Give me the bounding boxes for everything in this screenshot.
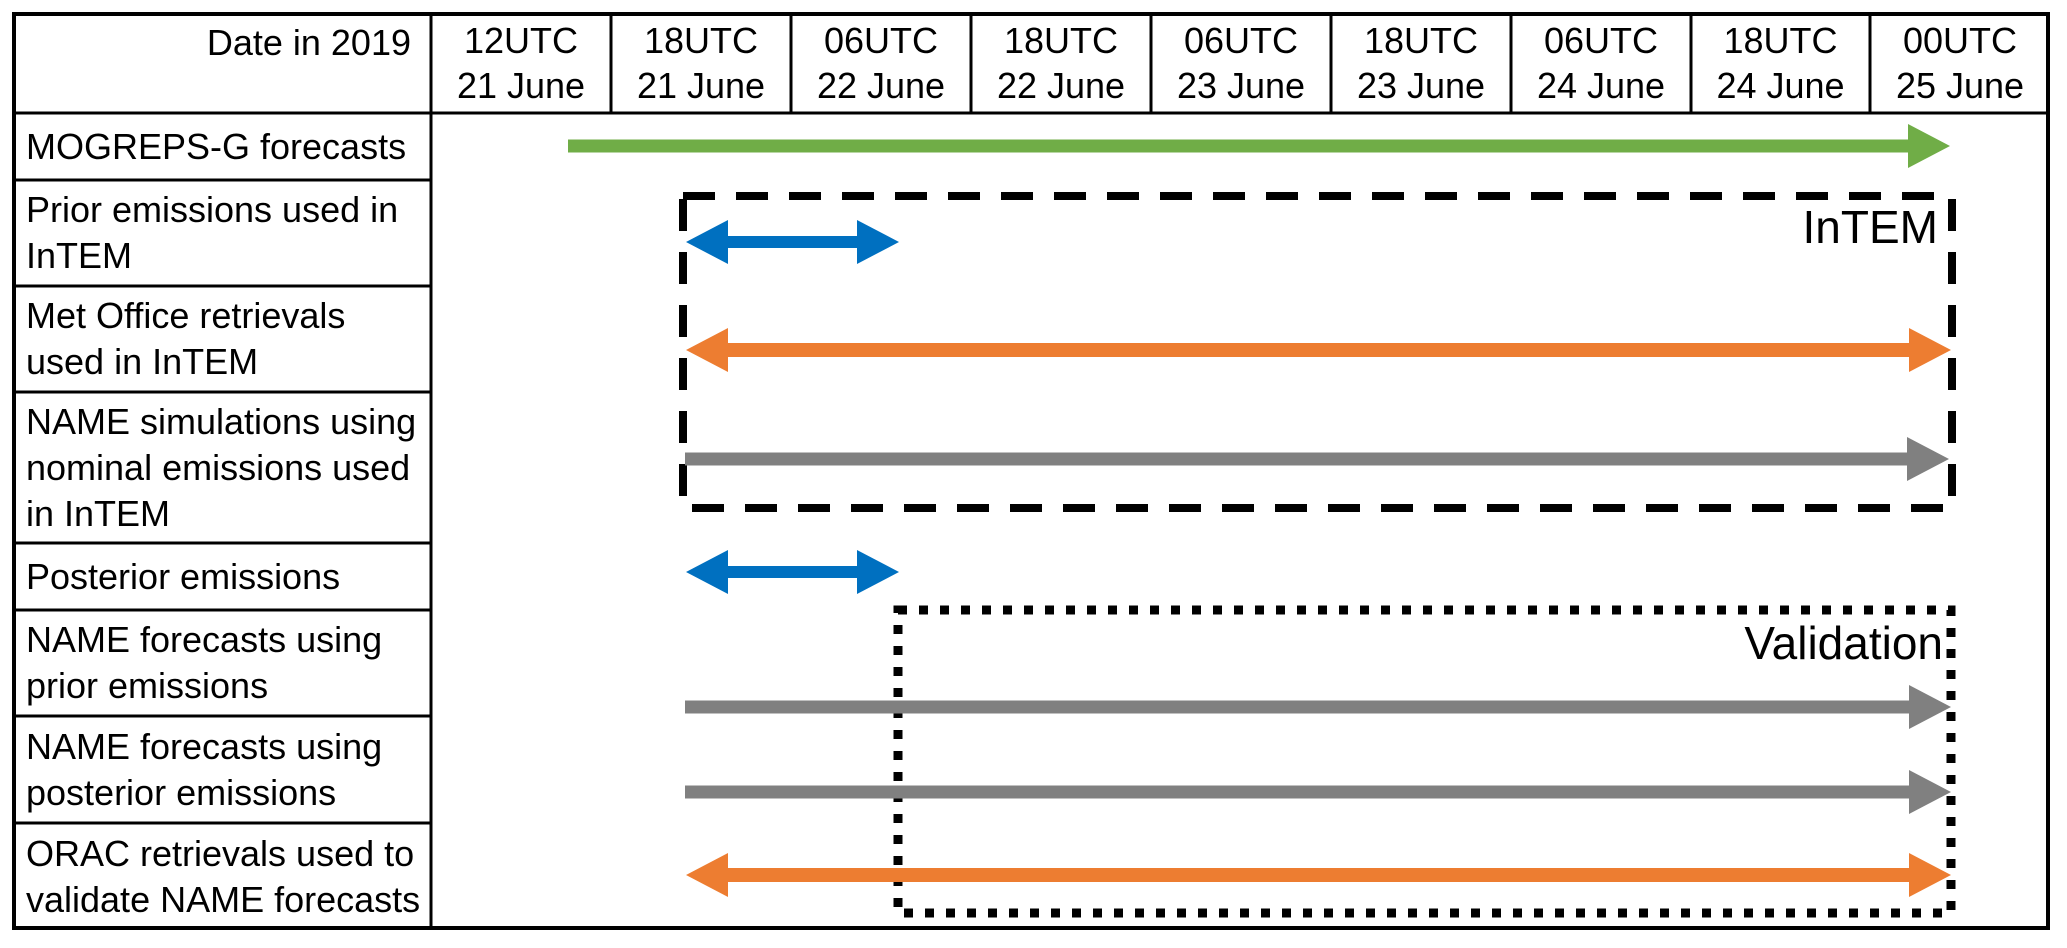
row-label-line: used in InTEM — [26, 341, 259, 382]
row-label-6: NAME forecasts using prior emissions — [12, 610, 431, 716]
green-arrow-body — [568, 139, 1910, 153]
gray-arrow-head-right — [1907, 437, 1949, 481]
gray-arrow-body — [685, 785, 1911, 799]
header-time: 00UTC — [1902, 19, 2018, 61]
header-date: 22 June — [816, 64, 946, 106]
green-arrow-head-right — [1908, 124, 1950, 168]
blue-arrow-head-left — [686, 550, 728, 594]
table-outer-border — [12, 12, 2050, 930]
header-time: 06UTC — [1183, 19, 1299, 61]
row-label-2: Prior emissions used in InTEM — [12, 180, 431, 286]
validation-box-label: Validation — [1744, 617, 1943, 669]
header-date: 23 June — [1356, 64, 1486, 106]
header-date: 21 June — [636, 64, 766, 106]
row-label-line: prior emissions — [26, 665, 269, 706]
row-label-line: MOGREPS-G forecasts — [26, 125, 407, 167]
row-label-line: Met Office retrievals — [26, 295, 346, 336]
row-label-line: posterior emissions — [26, 771, 337, 813]
header-time: 18UTC — [1363, 19, 1479, 61]
orange-arrow-head-left — [686, 853, 728, 897]
orange-arrow-body — [726, 343, 1911, 357]
date-header-label: Date in 2019 — [206, 22, 411, 63]
blue-arrow-head-left — [686, 220, 728, 264]
header-time: 18UTC — [1723, 19, 1838, 61]
orange-arrow-body — [726, 868, 1911, 882]
gray-arrow-body — [685, 700, 1911, 714]
row-label-1: MOGREPS-G forecasts — [12, 113, 431, 180]
row-label-line: validate NAME forecasts — [26, 878, 421, 920]
blue-arrow-body — [726, 566, 859, 578]
header-date: 24 June — [1536, 64, 1666, 106]
gray-arrow-head-right — [1909, 685, 1951, 729]
row-label-3: Met Office retrievals used in InTEM — [12, 286, 431, 392]
orange-arrow-head-right — [1909, 853, 1951, 897]
header-date: 21 June — [456, 64, 586, 106]
orange-arrow-head-left — [686, 328, 728, 372]
row-label-line: NAME forecasts using — [26, 725, 383, 767]
header-date: 25 June — [1895, 64, 2025, 106]
row-label-line: Posterior emissions — [26, 555, 341, 597]
header-time: 18UTC — [1003, 19, 1119, 61]
header-date: 22 June — [996, 64, 1126, 106]
row-label-line: Prior emissions used in — [26, 189, 399, 230]
header-time: 06UTC — [1543, 19, 1659, 61]
row-label-line: ORAC retrievals used to — [26, 832, 415, 874]
header-time: 12UTC — [463, 19, 579, 61]
row-label-line: NAME simulations using — [26, 400, 417, 442]
gray-arrow-head-right — [1909, 770, 1951, 814]
header-date: 24 June — [1716, 64, 1845, 106]
header-date: 23 June — [1176, 64, 1306, 106]
blue-arrow-head-right — [857, 220, 899, 264]
validation-box-outline — [893, 605, 1956, 918]
blue-arrow-body — [726, 236, 859, 248]
header-time: 18UTC — [643, 19, 759, 61]
row-label-line: in InTEM — [26, 492, 171, 534]
header-time: 06UTC — [823, 19, 939, 61]
row-label-5: Posterior emissions — [12, 543, 431, 610]
orange-arrow-head-right — [1909, 328, 1951, 372]
row-label-line: NAME forecasts using — [26, 619, 383, 660]
blue-arrow-head-right — [857, 550, 899, 594]
row-label-line: nominal emissions used — [26, 446, 411, 488]
gray-arrow-body — [685, 452, 1909, 466]
intem-box-label: InTEM — [1802, 201, 1938, 253]
row-label-line: InTEM — [26, 235, 133, 276]
